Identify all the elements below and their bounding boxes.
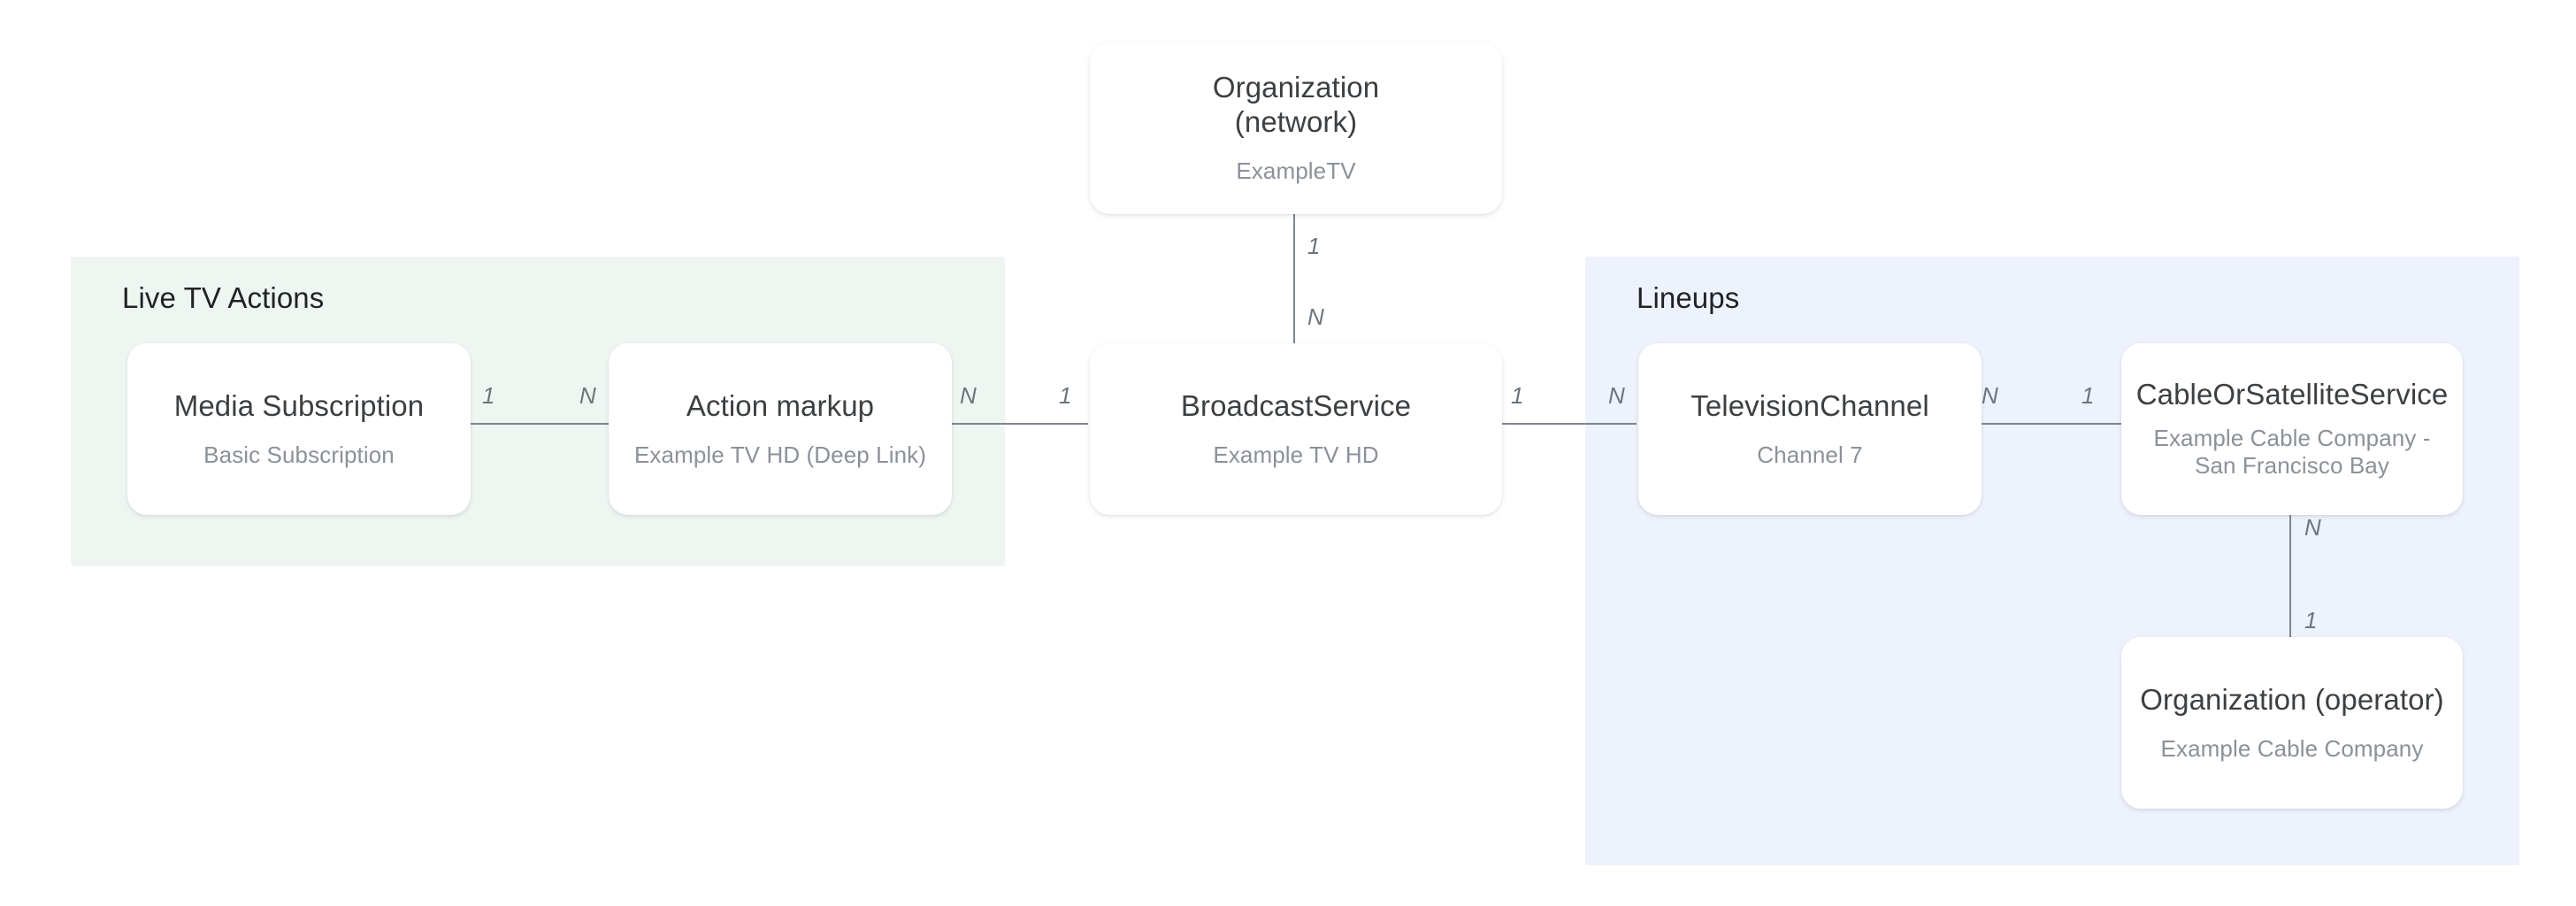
edge-label-broadcast-service-top-cardinality: N bbox=[1307, 303, 1324, 330]
node-title-action-markup: Action markup bbox=[686, 388, 875, 422]
node-title-television-channel: TelevisionChannel bbox=[1690, 388, 1929, 422]
node-broadcast-service[interactable]: BroadcastService Example TV HD bbox=[1090, 343, 1502, 515]
node-subtitle-cable-or-satellite-service: Example Cable Company - San Francisco Ba… bbox=[2153, 425, 2431, 480]
edge-label-action-markup-right-cardinality: N bbox=[960, 382, 977, 409]
node-title-broadcast-service: BroadcastService bbox=[1180, 388, 1412, 422]
edge-line-organization-network--broadcast-service bbox=[1293, 212, 1295, 343]
node-subtitle-organization-operator: Example Cable Company bbox=[2160, 734, 2424, 762]
edge-line-television-channel--cable-or-satellite-service bbox=[1955, 423, 2123, 425]
edge-label-action-markup-left-cardinality: N bbox=[579, 382, 596, 409]
edge-label-organization-operator-cardinality: 1 bbox=[2304, 607, 2318, 633]
node-title-organization-network: Organization (network) bbox=[1212, 71, 1380, 139]
node-subtitle-organization-network: ExampleTV bbox=[1236, 157, 1356, 185]
edge-line-broadcast-service--television-channel bbox=[1495, 423, 1637, 425]
node-media-subscription[interactable]: Media Subscription Basic Subscription bbox=[127, 343, 471, 515]
node-organization-operator[interactable]: Organization (operator) Example Cable Co… bbox=[2121, 637, 2463, 809]
node-cable-or-satellite-service[interactable]: CableOrSatelliteService Example Cable Co… bbox=[2121, 343, 2463, 515]
node-television-channel[interactable]: TelevisionChannel Channel 7 bbox=[1638, 343, 1982, 515]
edge-line-media-subscription--action-markup bbox=[460, 423, 619, 425]
node-title-cable-or-satellite-service: CableOrSatelliteService bbox=[2135, 378, 2449, 411]
group-title-live-tv-actions: Live TV Actions bbox=[122, 281, 325, 314]
node-action-markup[interactable]: Action markup Example TV HD (Deep Link) bbox=[609, 343, 952, 515]
edge-label-television-channel-right-cardinality: N bbox=[1982, 382, 1998, 409]
node-subtitle-television-channel: Channel 7 bbox=[1757, 441, 1863, 468]
edge-label-cable-or-satellite-service-left-cardinality: 1 bbox=[2082, 382, 2095, 409]
node-subtitle-broadcast-service: Example TV HD bbox=[1213, 441, 1379, 468]
edge-line-cable-or-satellite-service--organization-operator bbox=[2289, 504, 2291, 637]
edge-label-media-subscription-cardinality: 1 bbox=[482, 382, 495, 409]
edge-label-organization-network-cardinality: 1 bbox=[1307, 233, 1321, 259]
group-title-lineups: Lineups bbox=[1637, 281, 1740, 314]
edge-label-television-channel-left-cardinality: N bbox=[1608, 382, 1625, 409]
edge-label-broadcast-service-left-cardinality: 1 bbox=[1059, 382, 1072, 409]
edge-label-broadcast-service-right-cardinality: 1 bbox=[1511, 382, 1524, 409]
edge-label-cable-or-satellite-service-bottom-cardinality: N bbox=[2304, 514, 2321, 541]
edge-line-action-markup--broadcast-service bbox=[942, 423, 1088, 425]
node-subtitle-action-markup: Example TV HD (Deep Link) bbox=[633, 441, 927, 468]
node-title-media-subscription: Media Subscription bbox=[173, 388, 425, 422]
node-organization-network[interactable]: Organization (network) ExampleTV bbox=[1090, 42, 1502, 214]
node-subtitle-media-subscription: Basic Subscription bbox=[203, 441, 395, 468]
node-title-organization-operator: Organization (operator) bbox=[2140, 682, 2444, 716]
